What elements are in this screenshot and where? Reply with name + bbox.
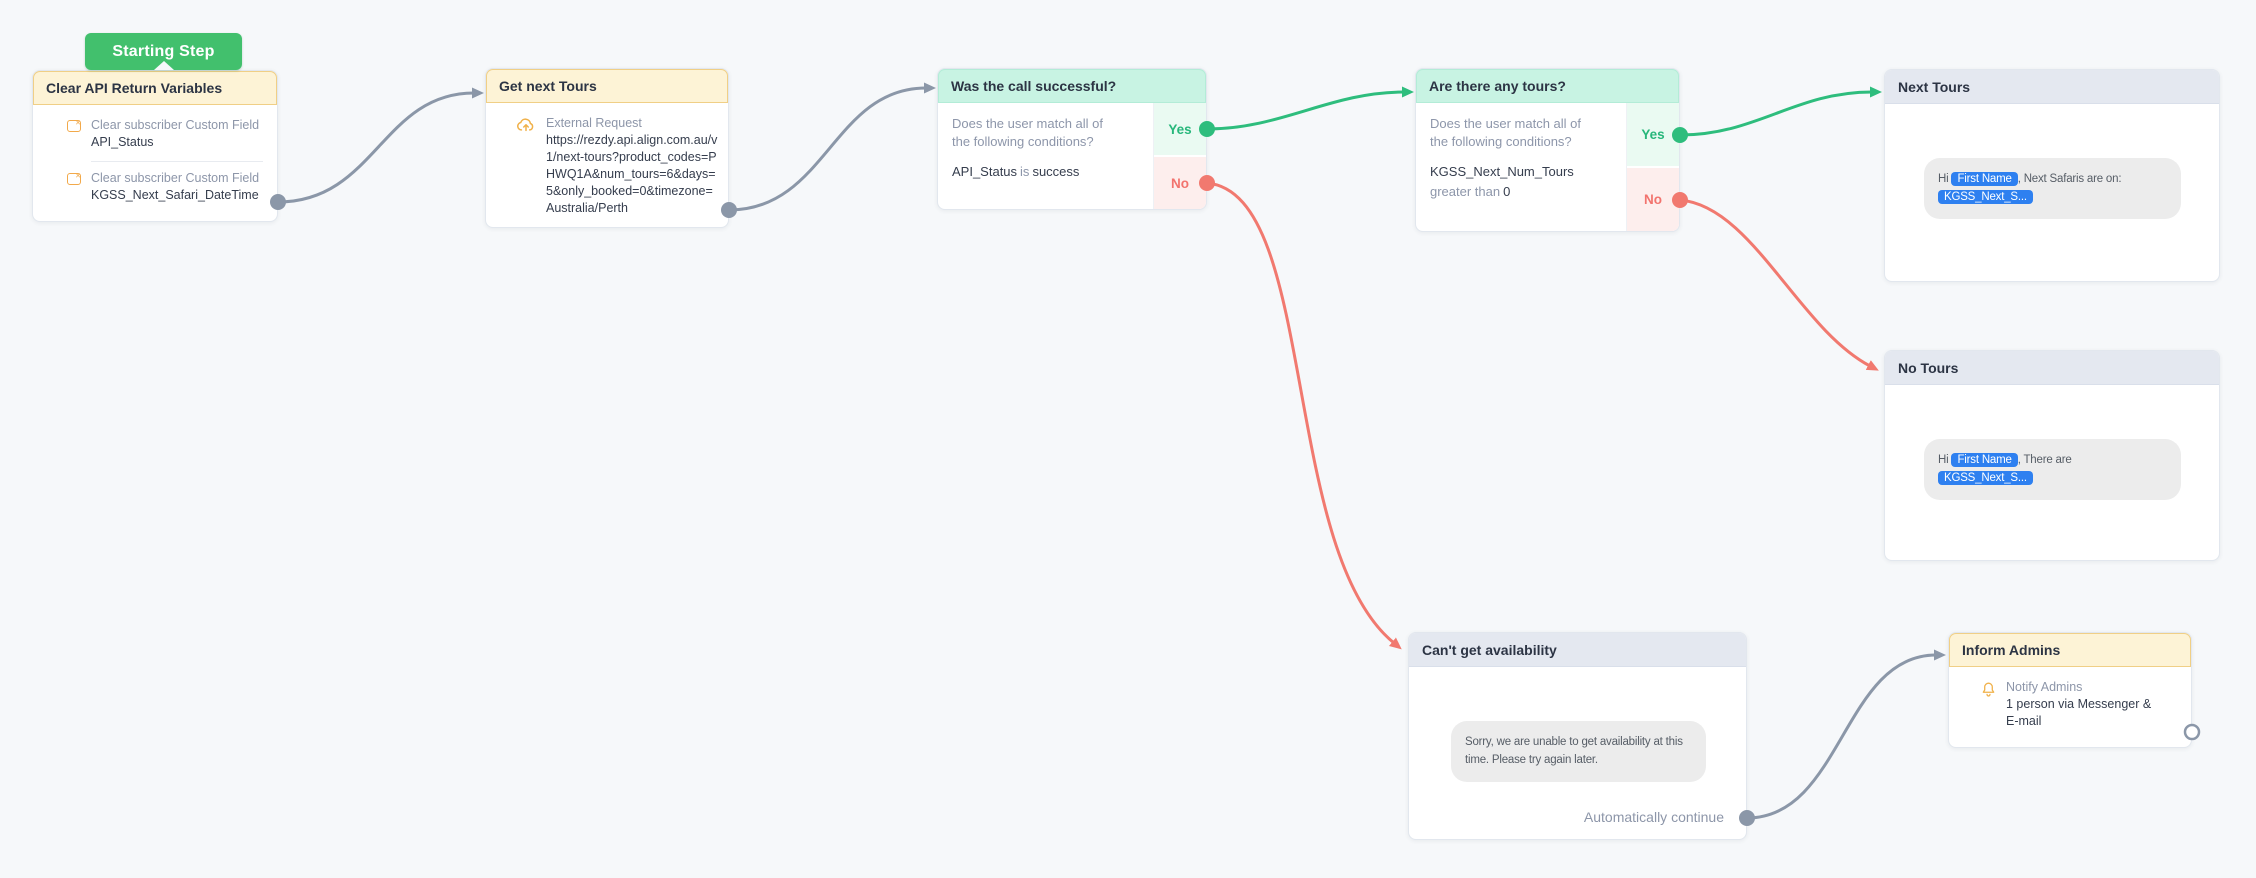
condition-field: API_Status [952, 164, 1018, 180]
message-text: Hi [1938, 173, 1952, 185]
item-divider [91, 160, 263, 162]
edge-callsuccess-yes-to-anytours [1205, 86, 1414, 131]
node-get-next-tours[interactable]: Get next Tours External Request https://… [485, 68, 729, 228]
node-cant-get-availability[interactable]: Can't get availability Sorry, we are una… [1408, 632, 1747, 840]
variable-token-kgss[interactable]: KGSS_Next_S... [1938, 190, 2033, 205]
clear-field-icon [67, 172, 81, 185]
clear-field-icon [67, 119, 81, 132]
action-value: API_Status [91, 135, 154, 149]
variable-token-first-name[interactable]: First Name [1951, 172, 2018, 186]
node-title: Are there any tours? [1416, 69, 1679, 103]
node-no-tours[interactable]: No Tours Hi First Name, There are KGSS_N… [1884, 350, 2220, 561]
edge-callsuccess-no-to-cantget [1205, 181, 1402, 650]
edge-anytours-yes-to-nexttours [1678, 86, 1882, 137]
action-item[interactable]: External Request https://rezdy.api.align… [486, 103, 728, 226]
node-next-tours[interactable]: Next Tours Hi First Name, Next Safaris a… [1884, 69, 2220, 282]
node-are-there-any-tours[interactable]: Are there any tours? Does the user match… [1415, 68, 1680, 232]
action-value: KGSS_Next_Safari_DateTime [91, 187, 259, 202]
node-title: Get next Tours [486, 69, 728, 103]
request-url: https://rezdy.api.align.com.au/v1/next-t… [546, 133, 718, 215]
node-title: No Tours [1885, 351, 2219, 385]
action-label: External Request [546, 116, 642, 130]
notify-bell-icon [1982, 682, 1995, 697]
action-label: Clear subscriber Custom Field [91, 118, 260, 132]
node-title: Can't get availability [1409, 633, 1746, 667]
condition-value: success [1032, 164, 1080, 180]
action-label: Clear subscriber Custom Field [91, 170, 260, 185]
message-bubble[interactable]: Hi First Name, Next Safaris are on: KGSS… [1924, 158, 2181, 219]
action-item[interactable]: Clear subscriber Custom Field KGSS_Next_… [33, 162, 277, 214]
no-output[interactable]: No [1627, 166, 1679, 231]
condition-operator: is [1020, 164, 1030, 180]
message-text: , There are [2017, 454, 2072, 466]
node-title: Clear API Return Variables [33, 71, 277, 105]
message-bubble[interactable]: Sorry, we are unable to get availability… [1451, 721, 1706, 782]
node-title: Next Tours [1885, 70, 2219, 104]
node-clear-api-return-variables[interactable]: Clear API Return Variables Clear subscri… [32, 70, 278, 222]
node-inform-admins[interactable]: Inform Admins Notify Admins 1 person via… [1948, 632, 2192, 748]
condition-operator: greater than [1430, 183, 1501, 199]
node-title: Inform Admins [1949, 633, 2191, 667]
yes-output[interactable]: Yes [1154, 103, 1206, 155]
action-label: Notify Admins [2006, 680, 2083, 694]
automatically-continue-label[interactable]: Automatically continue [1583, 809, 1724, 825]
action-item[interactable]: Clear subscriber Custom Field API_Status [33, 105, 277, 161]
no-output[interactable]: No [1154, 155, 1206, 209]
edge-clearvars-to-gettours [276, 87, 484, 204]
action-value: 1 person via Messenger & E-mail [2006, 697, 2152, 728]
external-request-cloud-icon [517, 118, 534, 132]
starting-step-badge: Starting Step [85, 33, 242, 70]
condition-value: 0 [1503, 183, 1511, 199]
starting-step-label: Starting Step [112, 42, 215, 60]
condition-question: Does the user match all of the following… [952, 116, 1104, 150]
condition-field: KGSS_Next_Num_Tours [1430, 164, 1574, 180]
message-text: Sorry, we are unable to get availability… [1465, 736, 1683, 767]
condition-question: Does the user match all of the following… [1430, 116, 1582, 150]
message-text: , Next Safaris are on: [2017, 173, 2122, 185]
action-item[interactable]: Notify Admins 1 person via Messenger & E… [1949, 667, 2191, 740]
node-title: Was the call successful? [938, 69, 1206, 103]
edge-anytours-no-to-notours [1678, 198, 1879, 371]
message-text: Hi [1938, 454, 1952, 466]
message-bubble[interactable]: Hi First Name, There are KGSS_Next_S... [1924, 439, 2181, 500]
edge-cantget-to-informadmins [1745, 649, 1946, 820]
edge-gettours-to-callsuccess [727, 82, 936, 212]
variable-token-first-name[interactable]: First Name [1951, 453, 2018, 467]
node-was-call-successful[interactable]: Was the call successful? Does the user m… [937, 68, 1207, 210]
variable-token-kgss[interactable]: KGSS_Next_S... [1938, 471, 2033, 486]
yes-output[interactable]: Yes [1627, 103, 1679, 166]
